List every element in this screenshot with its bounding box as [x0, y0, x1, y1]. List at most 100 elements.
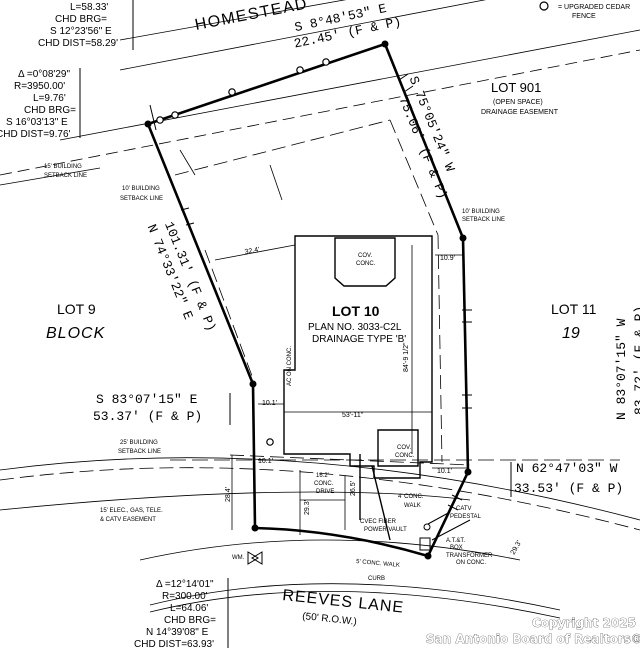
dim-29-3r: 29.3' [510, 540, 524, 556]
curve-bottom-line: CHD DIST=63.93' [134, 639, 214, 648]
dimension-lines [179, 149, 468, 535]
curve-bottom-line: Δ =12°14'01" [156, 579, 214, 590]
bearing-bottom-right-dir: N 62°47'03" W [516, 461, 618, 476]
water-meter-icon [247, 551, 263, 565]
dim-29-3: 29.3' [304, 500, 311, 515]
bearing-left-short-dist: 53.37' (F & P) [93, 409, 202, 424]
site-features: COV. CONC. COV. CONC. AC ON CONC. 16.2' … [232, 253, 493, 569]
walk4-line2: WALK [404, 503, 421, 509]
bl15-line2: SETBACK LINE [44, 173, 87, 179]
lot-boundary [146, 42, 470, 558]
bearing-right: N 83°07'15" W 83.72' (F & P) [614, 306, 640, 420]
utility-boxes [419, 511, 471, 551]
curve-data-left: Δ =0°08'29" R=3950.00' L=9.76' CHD BRG= … [0, 69, 76, 140]
easement-line2: & CATV EASEMENT [100, 517, 156, 523]
drive-line3: DRIVE [316, 489, 334, 495]
curve-bottom-line: N 14°39'08" E [146, 627, 209, 638]
curve-bottom-line: L=64.06' [170, 603, 208, 614]
cov-bottom-line1: COV. [397, 445, 411, 451]
cvec-line2: POWER VAULT [364, 527, 407, 533]
cvec-line1: CVEC FIBER [360, 519, 397, 525]
bl10-left-line1: 10' BUILDING [122, 186, 160, 192]
fence-markers [156, 58, 330, 446]
legend-circle-icon [539, 1, 549, 11]
att-line1: A.T.&T. [446, 538, 465, 544]
dim-10-1b: 10.1' [258, 458, 273, 465]
wm-label: WM. [232, 555, 245, 561]
curve-top-line: S 12°23'56" E [50, 26, 112, 37]
bearing-left-short-dir: S 83°07'15" E [96, 392, 198, 407]
street-homestead: HOMESTEAD [194, 0, 310, 34]
lot-901-sub2: DRAINAGE EASEMENT [481, 109, 559, 116]
dim-32-4: 32.4' [244, 246, 260, 255]
bl25-line1: 25' BUILDING [120, 440, 158, 446]
setback-labels: 15' BUILDING SETBACK LINE 10' BUILDING S… [44, 164, 505, 523]
bl10-right-line1: 10' BUILDING [462, 209, 500, 215]
curve-top-line: CHD BRG= [55, 14, 107, 25]
curb-label: CURB [368, 576, 385, 582]
walk5-label: 5' CONC. WALK [356, 559, 400, 569]
ac-label: AC ON CONC. [287, 346, 293, 386]
street-row: (50' R.O.W.) [302, 611, 358, 628]
bl10-left-line2: SETBACK LINE [120, 196, 163, 202]
att-line3: TRANSFORMER [446, 553, 493, 559]
lot-901-sub1: (OPEN SPACE) [493, 99, 543, 106]
curve-data-bottom: Δ =12°14'01" R=300.00' L=64.06' CHD BRG=… [134, 579, 216, 648]
house-footprint [283, 235, 433, 541]
bearing-bottom-right: N 62°47'03" W 33.53' (F & P) [514, 461, 623, 496]
dim-53-11: 53'-11" [342, 412, 364, 419]
dim-10-1a: 10.1' [262, 400, 277, 407]
bearing-left-short: S 83°07'15" E 53.37' (F & P) [93, 392, 202, 424]
curve-bottom-line: CHD BRG= [164, 615, 216, 626]
cov-top-line1: COV. [358, 253, 372, 259]
lot-11-label: LOT 11 [551, 301, 597, 317]
plan-number: PLAN NO. 3033-C2L [308, 322, 402, 333]
block-label: BLOCK [46, 325, 106, 342]
curve-top-line: L=58.33' [70, 2, 108, 13]
bearing-right-dist: 83.72' (F & P) [632, 306, 640, 415]
street-lines [0, 0, 640, 619]
legend-line-2: FENCE [572, 13, 596, 20]
bearing-right-dir: N 83°07'15" W [614, 318, 629, 420]
dim-10-1c: 10.1' [437, 468, 452, 475]
curve-bottom-line: R=300.00' [162, 591, 208, 602]
att-line2: BOX [450, 545, 463, 551]
att-line4: ON CONC. [456, 560, 486, 566]
dim-28-4: 28.4' [225, 487, 232, 502]
boundary-corners [144, 40, 472, 560]
curve-left-line: Δ =0°08'29" [18, 69, 70, 80]
bl15-line1: 15' BUILDING [44, 164, 82, 170]
drive-line2: CONC. [314, 481, 334, 487]
curve-left-line: S 16°03'13" E [6, 117, 68, 128]
dim-26-5: 26.5' [350, 481, 357, 496]
block-number: 19 [562, 325, 580, 342]
drive-line1: 16.2' [316, 473, 329, 479]
bl25-line2: SETBACK LINE [118, 449, 161, 455]
lot-901-label: LOT 901 [491, 80, 541, 95]
dimension-labels: 32.4' 10.9' 10.1' 53'-11" 84'-9 1/2" 10.… [225, 246, 523, 556]
bl10-right-line2: SETBACK LINE [462, 217, 505, 223]
dim-84-9: 84'-9 1/2" [403, 342, 410, 372]
watermark-copyright: Copyright 2025 [532, 616, 636, 630]
curve-left-line: CHD BRG= [24, 105, 76, 116]
curve-top-line: CHD DIST=58.29' [38, 38, 118, 49]
dimension-ticks [149, 73, 472, 511]
drainage-type: DRAINAGE TYPE 'B' [312, 334, 406, 345]
easement-line1: 15' ELEC., GAS, TELE. [100, 508, 163, 514]
walk4-line1: 4' CONC. [398, 494, 424, 500]
lot-9-label: LOT 9 [57, 301, 96, 317]
curve-left-line: R=3950.00' [14, 81, 65, 92]
bearing-upper-right: S 75°05'24" W 75.06' (F & P) [396, 74, 458, 201]
catv-line1: CATV [456, 506, 472, 512]
catv-line2: PEDESTAL [450, 514, 482, 520]
cov-bottom-line2: CONC. [395, 453, 415, 459]
legend-line-1: = UPGRADED CEDAR [558, 4, 630, 11]
curve-left-line: CHD DIST=9.76' [0, 129, 71, 140]
lot-10-label: LOT 10 [332, 303, 380, 319]
cov-top-line2: CONC. [356, 261, 376, 267]
bearing-bottom-right-dist: 33.53' (F & P) [514, 481, 623, 496]
curve-data-top: L=58.33' CHD BRG= S 12°23'56" E CHD DIST… [38, 2, 118, 49]
legend: = UPGRADED CEDAR FENCE [539, 1, 630, 20]
dim-10-9: 10.9' [440, 255, 455, 262]
